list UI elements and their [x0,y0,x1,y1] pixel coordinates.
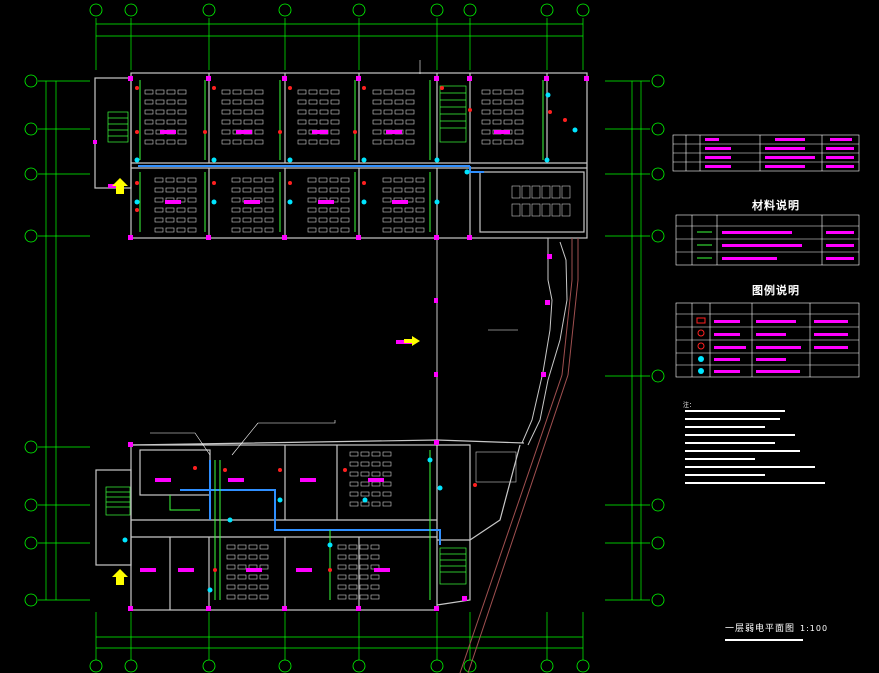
lower-building-walls [95,439,525,611]
material-table [675,214,860,266]
axis-grid [38,18,650,660]
drawing-title-text: 一层弱电平面图 [725,624,796,634]
walkway [436,238,568,446]
diagonal-ramp [459,238,579,673]
drawing-scale: 1:100 [800,624,829,633]
green-conduits [139,80,544,600]
upper-seating [144,89,524,233]
toilet-fixtures [475,185,571,483]
legend-table-title: 图例说明 [752,284,800,297]
leader-lines [150,60,518,456]
material-table-title: 材料说明 [752,199,800,212]
cyan-devices [122,92,578,593]
material-legend-symbols [697,231,712,259]
stairs [105,85,467,585]
legend-symbols [696,317,706,374]
entrance-arrows [112,178,420,585]
red-devices [135,86,567,572]
legend-table-cells [714,320,848,373]
cable-trunk [138,165,484,545]
drawing-title: 一层弱电平面图 1:100 [725,621,828,634]
legend-table [675,302,860,378]
drawing-title-underline [725,639,803,641]
system-table-cells [705,138,854,168]
notes-block [685,410,825,484]
axis-bubbles [24,3,665,673]
lower-seating [226,451,392,600]
notes-heading: 注： [683,402,696,409]
upper-building-walls [94,72,588,239]
material-table-cells [722,231,854,260]
system-table [672,134,860,172]
